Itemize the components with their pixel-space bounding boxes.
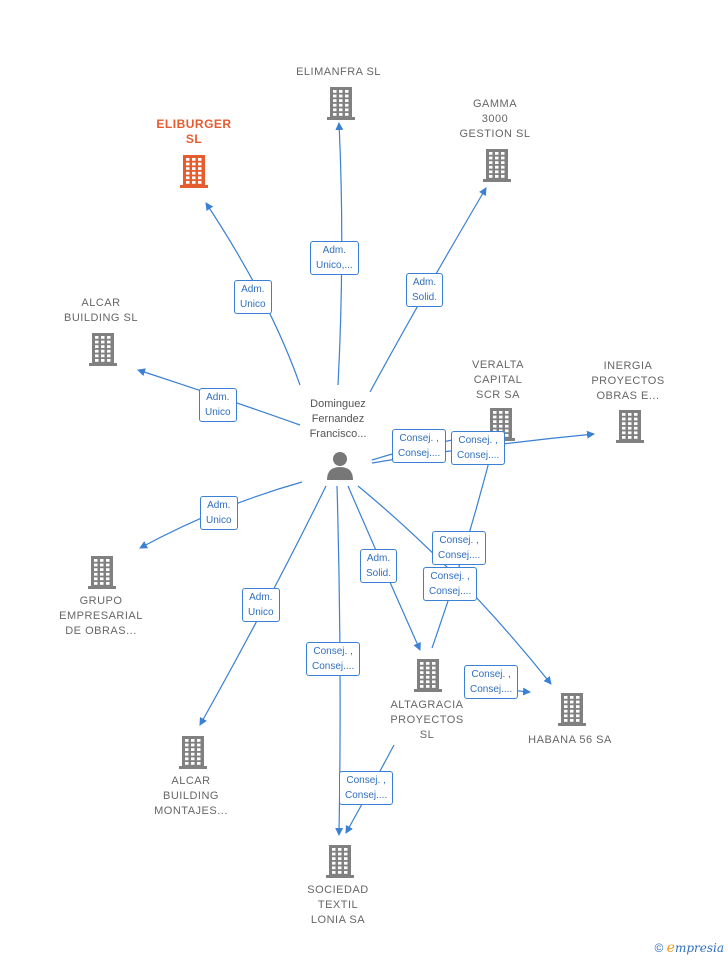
edge-label-eliburger[interactable]: Adm. Unico — [234, 280, 272, 314]
building-icon[interactable] — [481, 147, 513, 183]
edge-label-gamma[interactable]: Adm. Solid. — [406, 273, 444, 307]
company-label[interactable]: ELIMANFRA SL — [296, 66, 381, 78]
building-icon[interactable] — [178, 153, 210, 189]
building-icon[interactable] — [412, 657, 444, 693]
building-icon[interactable] — [87, 331, 119, 367]
company-label[interactable]: ELIBURGER SL — [156, 117, 232, 146]
company-label[interactable]: GRUPO EMPRESARIAL DE OBRAS... — [59, 595, 143, 637]
copyright-icon: © — [654, 941, 664, 955]
edge-label-habana[interactable]: Consej. , Consej.... — [423, 567, 478, 601]
brand-logo-text: mpresia — [674, 941, 724, 955]
edge-label-alcar[interactable]: Adm. Unico — [199, 388, 237, 422]
company-label[interactable]: ALCAR BUILDING SL — [64, 297, 138, 324]
company-label[interactable]: INERGIA PROYECTOS OBRAS E... — [591, 360, 665, 402]
edge-label-sociedad[interactable]: Consej. , Consej.... — [306, 642, 361, 676]
building-icon[interactable] — [614, 408, 646, 444]
company-label[interactable]: GAMMA 3000 GESTION SL — [459, 98, 531, 140]
person-icon[interactable] — [326, 450, 354, 480]
building-icon[interactable] — [324, 843, 356, 879]
company-label[interactable]: ALCAR BUILDING MONTAJES... — [154, 775, 228, 817]
building-icon[interactable] — [177, 734, 209, 770]
company-label[interactable]: VERALTA CAPITAL SCR SA — [472, 359, 524, 401]
edge-label-elimanfra[interactable]: Adm. Unico,... — [310, 241, 359, 275]
edge-label-veralta[interactable]: Consej. , Consej.... — [392, 429, 447, 463]
edge-label-inergia[interactable]: Consej. , Consej.... — [451, 431, 506, 465]
building-icon[interactable] — [556, 691, 588, 727]
edge-label-habana2[interactable]: Consej. , Consej.... — [464, 665, 519, 699]
edge-label-veralta2[interactable]: Consej. , Consej.... — [432, 531, 487, 565]
edge-label-altagracia[interactable]: Adm. Solid. — [360, 549, 398, 583]
brand-logo-e: e — [666, 940, 675, 956]
edge-label-montajes[interactable]: Adm. Unico — [242, 588, 280, 622]
footer-brand[interactable]: © empresia — [654, 940, 724, 956]
person-name[interactable]: Dominguez Fernandez Francisco... — [309, 398, 367, 440]
building-icon[interactable] — [86, 554, 118, 590]
building-icon[interactable] — [325, 85, 357, 121]
company-label[interactable]: HABANA 56 SA — [528, 734, 612, 746]
company-label[interactable]: ALTAGRACIA PROYECTOS SL — [390, 699, 464, 741]
edge-label-sociedad2[interactable]: Consej. , Consej.... — [339, 771, 394, 805]
edge-label-grupo[interactable]: Adm. Unico — [200, 496, 238, 530]
company-label[interactable]: SOCIEDAD TEXTIL LONIA SA — [307, 884, 369, 926]
